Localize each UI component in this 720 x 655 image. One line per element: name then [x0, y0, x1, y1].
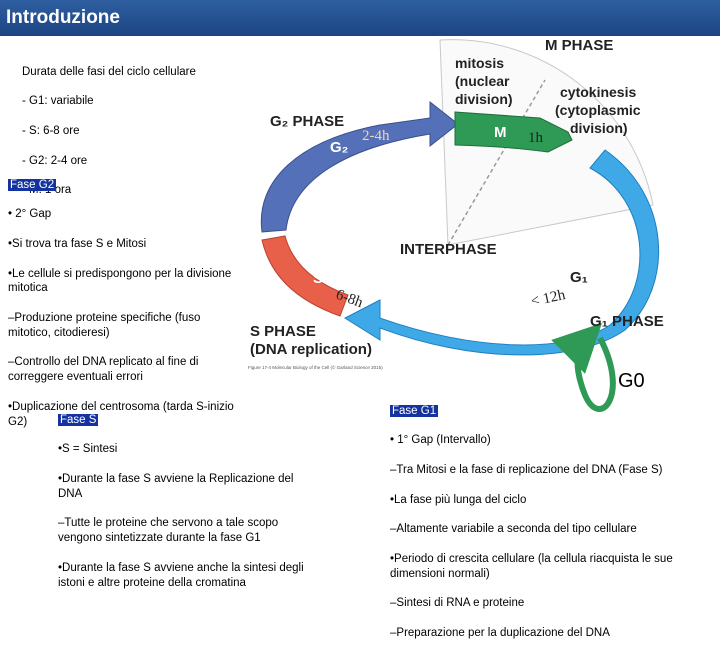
m-time-label: 1h — [528, 130, 544, 146]
s-line-1: •S = Sintesi — [58, 443, 118, 456]
g2-description: Fase G2 • 2° Gap •Si trova tra fase S e … — [8, 163, 240, 444]
g1-arc-label: G₁ — [570, 269, 588, 286]
s-line-2: •Durante la fase S avviene la Replicazio… — [58, 472, 294, 500]
g1-line-4: –Altamente variabile a seconda del tipo … — [390, 523, 637, 536]
duration-s: - S: 6-8 ore — [22, 124, 80, 137]
m-phase-divider — [447, 79, 546, 246]
g1-line-6: –Sintesi di RNA e proteine — [390, 597, 525, 610]
g1-time-label: < 12h — [530, 287, 568, 310]
g1-line-2: –Tra Mitosi e la fase di replicazione de… — [390, 463, 663, 476]
g1-line-5: •Periodo di crescita cellulare (la cellu… — [390, 552, 673, 580]
g2-line-1: • 2° Gap — [8, 208, 52, 221]
m-arc — [454, 111, 573, 153]
interphase-label: INTERPHASE — [400, 241, 497, 258]
mitosis-line-2: (nuclear — [455, 73, 510, 89]
s-line-4: •Durante la fase S avviene anche la sint… — [58, 561, 304, 589]
g2-line-2: •Si trova tra fase S e Mitosi — [8, 237, 147, 250]
g2-line-6: •Duplicazione del centrosoma (tarda S-in… — [8, 400, 234, 428]
g1-arc — [343, 149, 660, 356]
m-arc-label: M — [494, 124, 507, 141]
g1-description: Fase G1 • 1° Gap (Intervallo) –Tra Mitos… — [390, 389, 700, 655]
page-title: Introduzione — [6, 7, 120, 28]
mitosis-line-1: mitosis — [455, 55, 504, 71]
duration-g1: - G1: variabile — [22, 95, 94, 108]
g1-phase-title: G₁ PHASE — [590, 313, 664, 330]
mitosis-line-3: division) — [455, 91, 513, 107]
cell-cycle-diagram: M PHASE mitosis (nuclear division) cytok… — [248, 37, 664, 412]
cytokinesis-line-1: cytokinesis — [560, 84, 636, 100]
cytokinesis-line-3: division) — [570, 120, 628, 136]
cytokinesis-line-2: (cytoplasmic — [555, 102, 641, 118]
duration-g2: - G2: 2-4 ore — [22, 154, 88, 167]
g2-phase-title: G₂ PHASE — [270, 113, 344, 130]
g1-line-1: • 1° Gap (Intervallo) — [390, 434, 491, 447]
s-description: Fase S •S = Sintesi •Durante la fase S a… — [58, 398, 318, 605]
g1-line-3: •La fase più lunga del ciclo — [390, 493, 527, 506]
s-phase-title: S PHASE — [250, 323, 316, 340]
s-phase-subtitle: (DNA replication) — [250, 341, 372, 358]
g1-line-7: –Preparazione per la duplicazione del DN… — [390, 626, 610, 639]
g1-heading: Fase G1 — [390, 404, 439, 417]
g2-time-label: 2-4h — [362, 128, 390, 144]
g0-arrow — [551, 323, 616, 412]
title-bar: Introduzione — [0, 0, 720, 36]
g2-arc — [260, 100, 459, 233]
s-heading: Fase S — [58, 413, 99, 426]
figure-caption: Figure 17-4 Molecular Biology of the Cel… — [248, 364, 383, 370]
g2-line-5: –Controllo del DNA replicato al fine di … — [8, 356, 199, 384]
s-arc — [261, 235, 349, 317]
s-line-3: –Tutte le proteine che servono a tale sc… — [58, 517, 279, 545]
g2-line-4: –Produzione proteine specifiche (fuso mi… — [8, 311, 201, 339]
g2-line-3: •Le cellule si predispongono per la divi… — [8, 267, 232, 295]
durations-title: Durata delle fasi del ciclo cellulare — [22, 65, 196, 78]
g2-heading: Fase G2 — [8, 178, 57, 191]
s-arc-label: S — [313, 270, 323, 287]
g2-arc-label: G₂ — [330, 139, 348, 156]
g0-label: G0 — [618, 370, 645, 392]
m-phase-title: M PHASE — [545, 37, 613, 54]
